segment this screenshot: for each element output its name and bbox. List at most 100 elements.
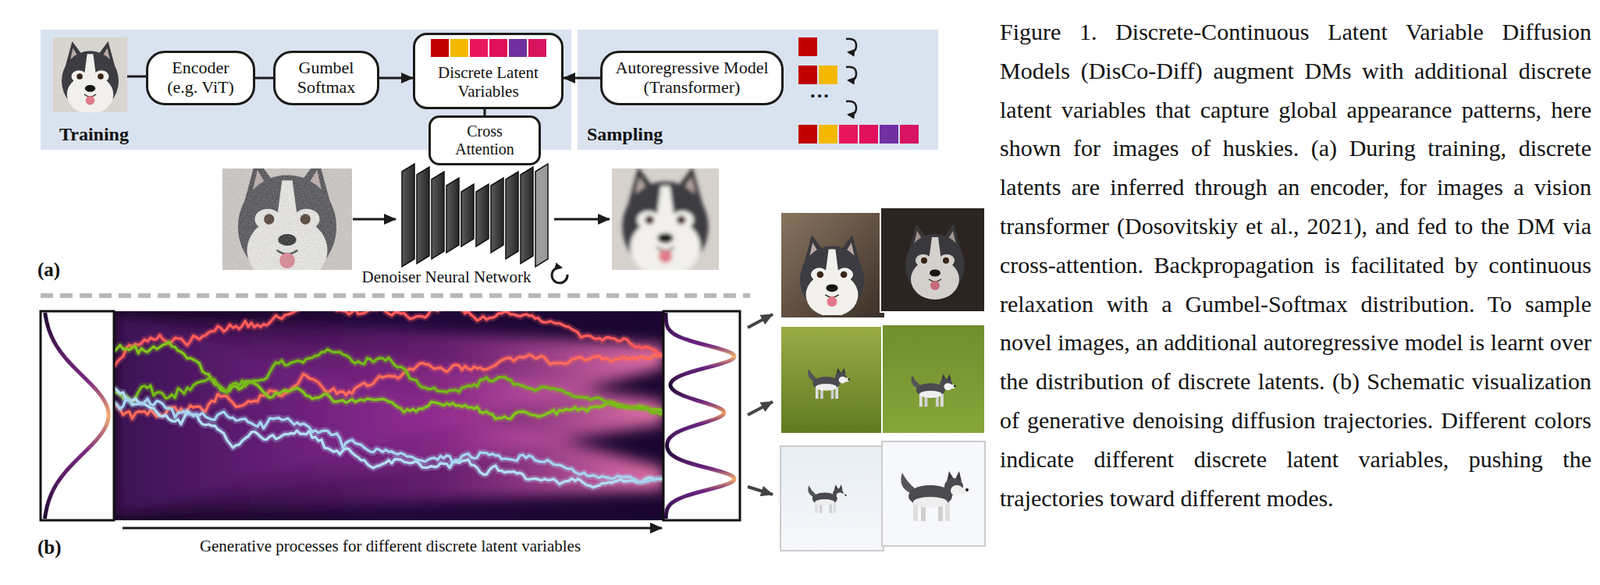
label-text: ··· — [809, 84, 830, 108]
illustration-rect — [489, 39, 508, 57]
node-text: Gumbel Softmax — [284, 58, 368, 97]
noisy-husky-image — [222, 168, 352, 271]
input-husky-photo — [53, 37, 128, 113]
label-text: (b) — [37, 536, 62, 559]
illustration-use — [800, 234, 864, 317]
caption-text: Figure 1. Discrete-Continuous Latent Var… — [999, 12, 1592, 518]
illustration-rect — [899, 124, 919, 144]
panel-divider — [40, 293, 751, 299]
mode-arrow — [747, 401, 773, 416]
network-layer-slab — [416, 167, 430, 264]
network-layer-slab — [535, 163, 548, 267]
illustration-g — [113, 313, 664, 517]
illustration-rect — [798, 37, 818, 57]
illustration-rect — [780, 446, 884, 552]
trajectory-glow-line — [113, 349, 664, 415]
illustration-rect — [818, 124, 838, 144]
trajectory-glow-line — [113, 342, 664, 420]
trajectory-line — [113, 387, 664, 488]
band-label: Sampling — [586, 124, 663, 146]
illustration-rect — [798, 65, 818, 85]
illustration-use — [622, 168, 708, 271]
iterate-arrow-icon — [551, 267, 568, 284]
illustration-rect — [222, 168, 352, 271]
connector — [379, 77, 413, 80]
prior-density-box — [40, 311, 114, 521]
network-layer-slab — [431, 171, 445, 260]
illustration-rect — [879, 124, 899, 144]
illustration-rect — [880, 207, 985, 313]
illustration-use — [807, 368, 850, 400]
prior-density-curve — [44, 312, 109, 520]
data-density-box — [663, 311, 740, 521]
illustration-use — [61, 41, 119, 113]
node-text: Autoregressive Model (Transformer) — [611, 58, 772, 97]
network-layer-slab — [476, 184, 489, 247]
process-box: Cross Attention — [428, 115, 541, 166]
network-layer-slab — [490, 177, 504, 253]
image-to-encoder-line — [127, 75, 146, 79]
connector — [483, 109, 487, 116]
illustration-rect — [222, 168, 352, 271]
process-box: Gumbel Softmax — [273, 50, 380, 106]
illustration-use — [807, 484, 847, 514]
label-text: Denoiser Neural Network — [362, 267, 532, 288]
trajectory-glow-line — [113, 398, 664, 483]
illustration-rect — [881, 324, 985, 434]
panel-band: TrainingEncoder (e.g. ViT)Gumbel Softmax… — [40, 29, 572, 150]
sample-photos-grass — [780, 324, 985, 434]
illustration-path — [846, 101, 857, 115]
sample-photos-indoor — [780, 207, 985, 319]
network-layer-slab — [461, 184, 474, 247]
network-layer-slab — [520, 167, 534, 264]
trajectory-ground — [113, 311, 664, 521]
mode-arrow — [747, 487, 773, 495]
process-box: Autoregressive Model (Transformer) — [600, 50, 784, 106]
sample-photos-snow — [780, 441, 985, 552]
mode-arrow — [747, 314, 773, 328]
illustration-rect — [528, 39, 547, 57]
sampling-band-fill — [577, 29, 939, 150]
illustration-rect — [780, 326, 882, 434]
process-box: Discrete Latent Variables — [412, 32, 564, 110]
connector — [563, 77, 601, 80]
denoised-husky-image — [611, 168, 719, 271]
latent-code-squares — [430, 39, 547, 57]
node-text: Cross Attention — [440, 122, 530, 158]
illustration-rect — [469, 39, 488, 57]
illustration-use — [911, 373, 957, 407]
trajectory-line — [113, 398, 664, 483]
node-text: Encoder (e.g. ViT) — [157, 58, 244, 97]
illustration-path — [846, 67, 857, 81]
net-to-output-arrow — [554, 218, 610, 221]
trajectory-paths — [113, 311, 664, 488]
illustration-rect — [839, 124, 858, 144]
network-layer-slab — [505, 171, 519, 260]
illustration-rect — [881, 441, 985, 547]
illustration-polygon — [113, 313, 664, 517]
illustration-use — [905, 224, 965, 300]
denoiser-network-icon — [401, 163, 548, 267]
connector — [255, 77, 274, 80]
network-layer-slab — [446, 177, 459, 253]
noisy-to-net-arrow — [352, 218, 396, 221]
process-box: Encoder (e.g. ViT) — [145, 50, 256, 106]
node-text: Discrete Latent Variables — [424, 64, 552, 101]
label-text: (a) — [37, 259, 61, 281]
illustration-path — [846, 39, 857, 53]
data-density-curve — [665, 312, 735, 520]
illustration-g — [622, 168, 708, 271]
illustration-rect — [859, 124, 879, 144]
sampling-token-stair — [798, 37, 919, 144]
illustration-polygon — [113, 313, 664, 517]
trajectory-line — [113, 349, 664, 415]
illustration-rect — [450, 39, 469, 57]
time-arrow — [122, 527, 662, 530]
network-layer-slab — [401, 163, 415, 267]
illustration-rect — [430, 39, 449, 57]
trajectory-line — [113, 342, 664, 420]
illustration-rect — [508, 39, 527, 57]
illustration-rect — [780, 212, 886, 319]
